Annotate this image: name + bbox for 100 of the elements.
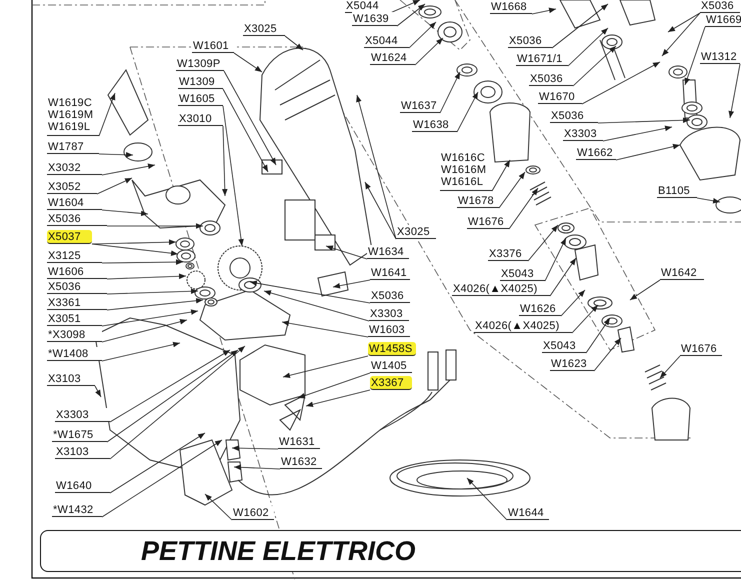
part-number-label: W1458S: [368, 342, 416, 356]
leader-line: [94, 386, 102, 398]
leader-line: [616, 144, 680, 160]
leader-line: [284, 36, 304, 50]
part-number-label: X3010: [178, 112, 223, 126]
leader-line: [582, 62, 660, 104]
part-number-label: B1105: [657, 184, 697, 198]
leader-line: [552, 4, 608, 48]
part-number-label: X3051: [47, 312, 102, 326]
part-number-label: *W1675: [52, 428, 107, 442]
part-number-label: W1312: [700, 50, 740, 64]
part-number-label: W1638: [412, 118, 457, 132]
part-number-label: X3025: [396, 225, 436, 239]
part-number-label: X3303: [55, 408, 110, 422]
leader-line: [264, 290, 370, 322]
leader-line: [440, 72, 460, 114]
leader-line: [102, 342, 180, 362]
part-number-label: X5036: [370, 289, 410, 303]
leader-line: [466, 478, 508, 520]
part-number-label: W1631: [278, 435, 320, 449]
leader-line: [110, 432, 206, 494]
part-number-label: X5036: [529, 72, 573, 86]
leader-line: [602, 126, 672, 142]
part-number-label: W1644: [507, 506, 549, 520]
part-number-label: *W1432: [52, 503, 102, 517]
diagram-title: PETTINE ELETTRICO: [141, 536, 416, 566]
leader-line: [110, 346, 246, 460]
leader-line: [92, 244, 178, 256]
part-number-label: W1676: [467, 215, 509, 229]
leader-line: [222, 106, 244, 246]
part-number-label: W1309P: [176, 57, 224, 71]
leader-line: [660, 356, 680, 378]
part-number-label: W1604: [47, 196, 102, 210]
leader-line: [96, 178, 132, 194]
part-number-label: W1605: [178, 92, 223, 106]
part-number-label: W1671/1: [516, 52, 568, 66]
leader-line: [630, 280, 660, 300]
leader-line: [234, 464, 280, 470]
part-number-label: W1619C W1619M W1619L: [47, 96, 99, 136]
part-number-label: W1668: [490, 0, 532, 14]
leader-line: [110, 350, 230, 422]
part-number-label: X3303: [369, 307, 409, 321]
part-number-label: X5036: [47, 212, 107, 226]
leader-line: [696, 198, 720, 204]
leader-line: [456, 92, 478, 132]
part-number-label: W1678: [457, 194, 499, 208]
part-number-label: W1670: [538, 90, 582, 104]
leader-line: [332, 280, 370, 288]
leader-line: [102, 210, 148, 216]
leader-line: [492, 160, 510, 192]
leader-line: [390, 0, 420, 14]
part-number-label: W1624: [370, 51, 415, 65]
part-number-label: X5036: [700, 0, 740, 13]
part-number-label: W1606: [47, 265, 107, 279]
leader-line: [572, 46, 616, 86]
leader-line: [550, 258, 576, 296]
leader-line: [282, 320, 368, 338]
part-number-label: X3303: [563, 127, 603, 141]
part-number-label: W1601: [192, 39, 234, 53]
part-number-label: W1616C W1616M W1616L: [440, 151, 492, 191]
leader-line: [396, 4, 426, 26]
part-number-label: X5036: [550, 109, 598, 123]
leader-line: [204, 494, 232, 520]
leader-line: [364, 182, 396, 240]
part-number-label: W1626: [519, 302, 561, 316]
part-number-label: *X3098: [47, 328, 102, 342]
part-number-label: W1405: [370, 359, 412, 373]
leader-line: [106, 288, 198, 294]
leader-line: [102, 309, 198, 326]
leader-line: [508, 188, 538, 230]
leader-line: [92, 239, 176, 245]
leader-line: [728, 64, 740, 118]
part-number-label: X3125: [47, 249, 102, 263]
leader-line: [102, 319, 188, 342]
part-number-label: W1634: [367, 245, 409, 259]
part-number-label: X3361: [47, 296, 107, 310]
leader-line: [222, 126, 228, 196]
leader-line: [572, 304, 598, 334]
leader-line: [594, 338, 622, 372]
leader-line: [662, 12, 700, 56]
leader-line: [102, 164, 156, 176]
part-number-label: X3103: [47, 372, 95, 386]
part-number-label: X5036: [47, 280, 107, 294]
leader-line: [560, 290, 586, 316]
leader-line: [106, 350, 238, 442]
leader-line: [528, 224, 558, 262]
leader-line: [98, 92, 116, 136]
part-number-label: W1787: [47, 140, 99, 154]
part-number-label: W1642: [660, 266, 704, 280]
part-number-label: X5043: [542, 339, 586, 353]
leader-line: [282, 356, 368, 378]
part-number-label: X3025: [243, 22, 285, 36]
part-number-label: W1309: [178, 75, 223, 89]
part-number-label: W1676: [680, 342, 722, 356]
part-number-label: X3367: [370, 376, 412, 390]
leader-line: [544, 238, 566, 282]
part-number-label: X3376: [488, 247, 528, 261]
leader-line: [98, 152, 134, 158]
part-number-label: X5044: [364, 34, 409, 48]
part-number-label: X5043: [500, 267, 545, 281]
